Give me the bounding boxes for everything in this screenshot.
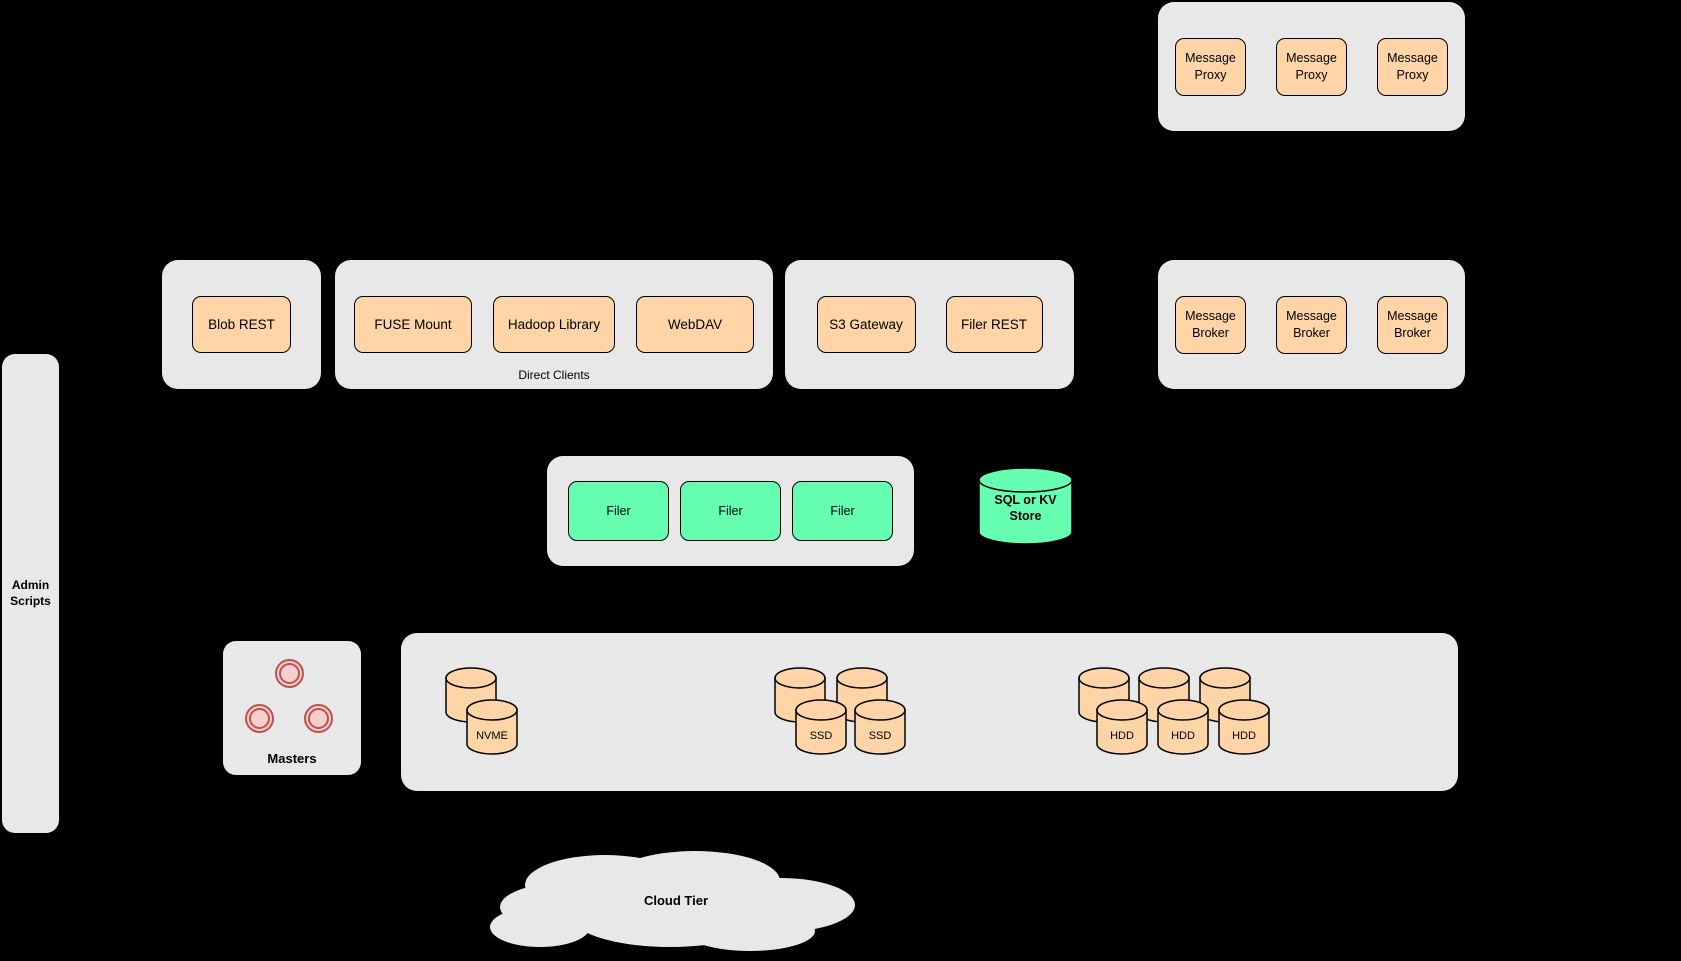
cylinder-body [978, 479, 1073, 545]
masters-label: Masters [267, 751, 317, 766]
master-node-icon-3 [304, 704, 333, 733]
webdav-node: WebDAV [636, 296, 754, 353]
sql-kv-store-label: SQL or KV Store [994, 493, 1057, 524]
hdd-label-3: HDD [1232, 730, 1256, 742]
cylinder-body [1218, 709, 1270, 755]
ssd-cylinder-front-2: SSD [854, 699, 906, 755]
cloud-shape-icon [490, 851, 855, 951]
cylinder-top [1199, 667, 1251, 689]
sql-kv-store-node: SQL or KV Store [977, 466, 1074, 550]
message-proxy-node-3: Message Proxy [1377, 37, 1448, 96]
cylinder-top [795, 699, 847, 721]
cylinder-body [795, 709, 847, 755]
nvme-label: NVME [476, 730, 508, 742]
volume-servers-cluster: NVME SSD SSD [401, 633, 1458, 791]
message-proxy-node-1: Message Proxy [1175, 37, 1246, 96]
cylinder-top [466, 699, 518, 721]
cylinder-top [854, 699, 906, 721]
cylinder-top [1096, 699, 1148, 721]
masters-cluster: Masters [223, 641, 361, 775]
database-cylinder-icon [978, 467, 1073, 545]
cloud-tier-node: Cloud Tier [485, 845, 867, 958]
admin-scripts-label: Admin Scripts [10, 577, 51, 608]
nvme-cylinder-back [445, 667, 497, 723]
direct-clients-cluster: FUSE Mount Hadoop Library WebDAV Direct … [335, 260, 773, 389]
cylinder-top [836, 667, 888, 689]
cloud-blob [685, 911, 815, 951]
ssd-label-1: SSD [810, 730, 833, 742]
cylinder-top [1157, 699, 1209, 721]
s3-gateway-node: S3 Gateway [816, 296, 916, 353]
message-proxy-node-2: Message Proxy [1276, 37, 1347, 96]
gateway-cluster: S3 Gateway Filer REST [785, 260, 1074, 389]
cylinder-top [774, 667, 826, 689]
fuse-mount-node: FUSE Mount [354, 296, 472, 353]
message-broker-node-2: Message Broker [1276, 295, 1347, 354]
cylinder-top [1078, 667, 1130, 689]
message-broker-node-1: Message Broker [1175, 295, 1246, 354]
filer-cluster: Filer Filer Filer [547, 456, 914, 566]
filer-node-2: Filer [680, 481, 781, 541]
filer-rest-node: Filer REST [945, 296, 1043, 353]
hadoop-library-node: Hadoop Library [493, 296, 615, 353]
hdd-label-1: HDD [1110, 730, 1134, 742]
admin-scripts-node: Admin Scripts [2, 354, 59, 833]
hdd-cylinder-front-1: HDD [1096, 699, 1148, 755]
filer-node-3: Filer [792, 481, 893, 541]
blob-rest-cluster: Blob REST [162, 260, 321, 389]
message-broker-cluster: Message Broker Message Broker Message Br… [1158, 260, 1465, 389]
ssd-cylinder-front-1: SSD [795, 699, 847, 755]
cylinder-top [1138, 667, 1190, 689]
cylinder-top [445, 667, 497, 689]
cylinder-body [466, 709, 518, 755]
master-node-icon-1 [275, 659, 304, 688]
filer-node-1: Filer [568, 481, 669, 541]
message-broker-node-3: Message Broker [1377, 295, 1448, 354]
blob-rest-node: Blob REST [192, 296, 291, 353]
message-proxy-cluster: Message Proxy Message Proxy Message Prox… [1158, 2, 1465, 131]
hdd-cylinder-front-3: HDD [1218, 699, 1270, 755]
nvme-cylinder-front: NVME [466, 699, 518, 755]
cylinder-body [854, 709, 906, 755]
cylinder-body [1157, 709, 1209, 755]
ssd-label-2: SSD [869, 730, 892, 742]
hdd-cylinder-front-2: HDD [1157, 699, 1209, 755]
cylinder-body [1096, 709, 1148, 755]
cylinder-top [1218, 699, 1270, 721]
master-node-icon-2 [245, 704, 274, 733]
direct-clients-label: Direct Clients [518, 368, 590, 382]
hdd-label-2: HDD [1171, 730, 1195, 742]
cylinder-top [978, 467, 1073, 493]
cloud-blob [490, 907, 590, 947]
cloud-tier-label: Cloud Tier [643, 893, 709, 908]
